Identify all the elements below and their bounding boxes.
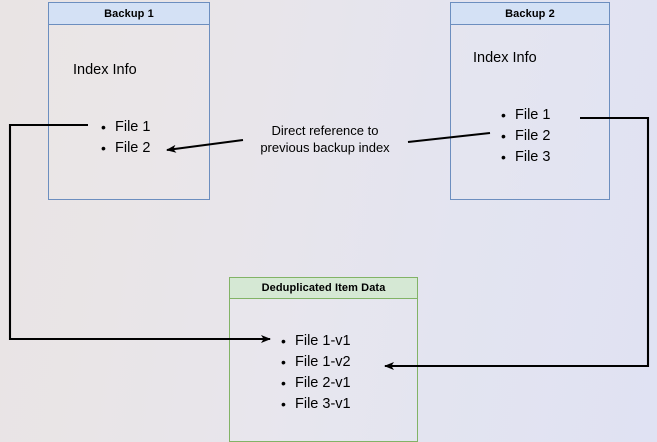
list-item: File 1-v2: [281, 352, 351, 373]
backup-1-body: [48, 24, 210, 200]
list-item: File 2: [101, 138, 151, 159]
list-item: File 1: [101, 117, 151, 138]
backup-2-header: Backup 2: [450, 2, 610, 25]
list-item: File 2: [501, 126, 551, 147]
backup-1-header: Backup 1: [48, 2, 210, 25]
backup-2-file-list: File 1 File 2 File 3: [499, 105, 551, 168]
list-item: File 1: [501, 105, 551, 126]
direct-reference-caption: Direct reference to previous backup inde…: [260, 123, 390, 155]
dedup-store-file-list: File 1-v1 File 1-v2 File 2-v1 File 3-v1: [279, 331, 351, 415]
list-item: File 1-v1: [281, 331, 351, 352]
list-item: File 3: [501, 147, 551, 168]
list-item: File 2-v1: [281, 373, 351, 394]
list-item: File 3-v1: [281, 394, 351, 415]
dedup-store-header-label: Deduplicated Item Data: [261, 282, 386, 294]
backup-1-index-info-label: Index Info: [73, 62, 137, 78]
backup-2-header-label: Backup 2: [505, 7, 555, 20]
backup-1-file-list: File 1 File 2: [99, 117, 151, 159]
dedup-store-header: Deduplicated Item Data: [229, 277, 418, 299]
backup-1-header-label: Backup 1: [104, 7, 154, 20]
backup-2-index-info-label: Index Info: [473, 50, 537, 66]
